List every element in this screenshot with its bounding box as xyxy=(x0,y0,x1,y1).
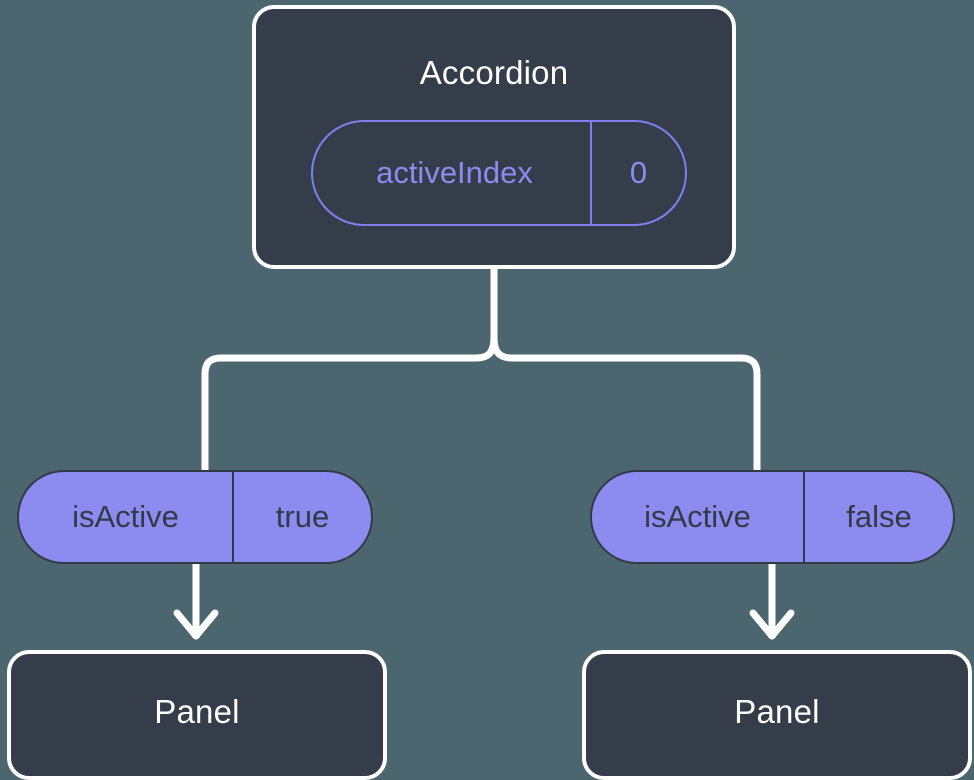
state-pill-activeindex[interactable]: activeIndex 0 xyxy=(311,120,687,226)
state-pill-value: 0 xyxy=(590,122,685,224)
prop-pill-key: isActive xyxy=(72,499,179,534)
component-node-accordion[interactable]: Accordion activeIndex 0 xyxy=(252,5,736,269)
prop-pill-key: isActive xyxy=(644,499,751,534)
state-pill-key: activeIndex xyxy=(376,155,533,190)
component-title: Panel xyxy=(154,692,240,730)
arrow-left-head xyxy=(173,609,219,640)
connector-right-branch xyxy=(490,265,761,474)
component-node-panel-left[interactable]: Panel xyxy=(7,650,387,780)
connector-left-branch xyxy=(201,265,498,474)
arrow-right-head xyxy=(749,609,795,640)
prop-pill-value: true xyxy=(232,472,371,562)
component-node-panel-right[interactable]: Panel xyxy=(582,650,972,780)
prop-pill-isactive-true[interactable]: isActive true xyxy=(17,470,373,564)
component-title: Accordion xyxy=(419,54,569,91)
component-title: Panel xyxy=(734,692,820,730)
prop-pill-value: false xyxy=(803,472,953,562)
prop-pill-isactive-false[interactable]: isActive false xyxy=(590,470,955,564)
